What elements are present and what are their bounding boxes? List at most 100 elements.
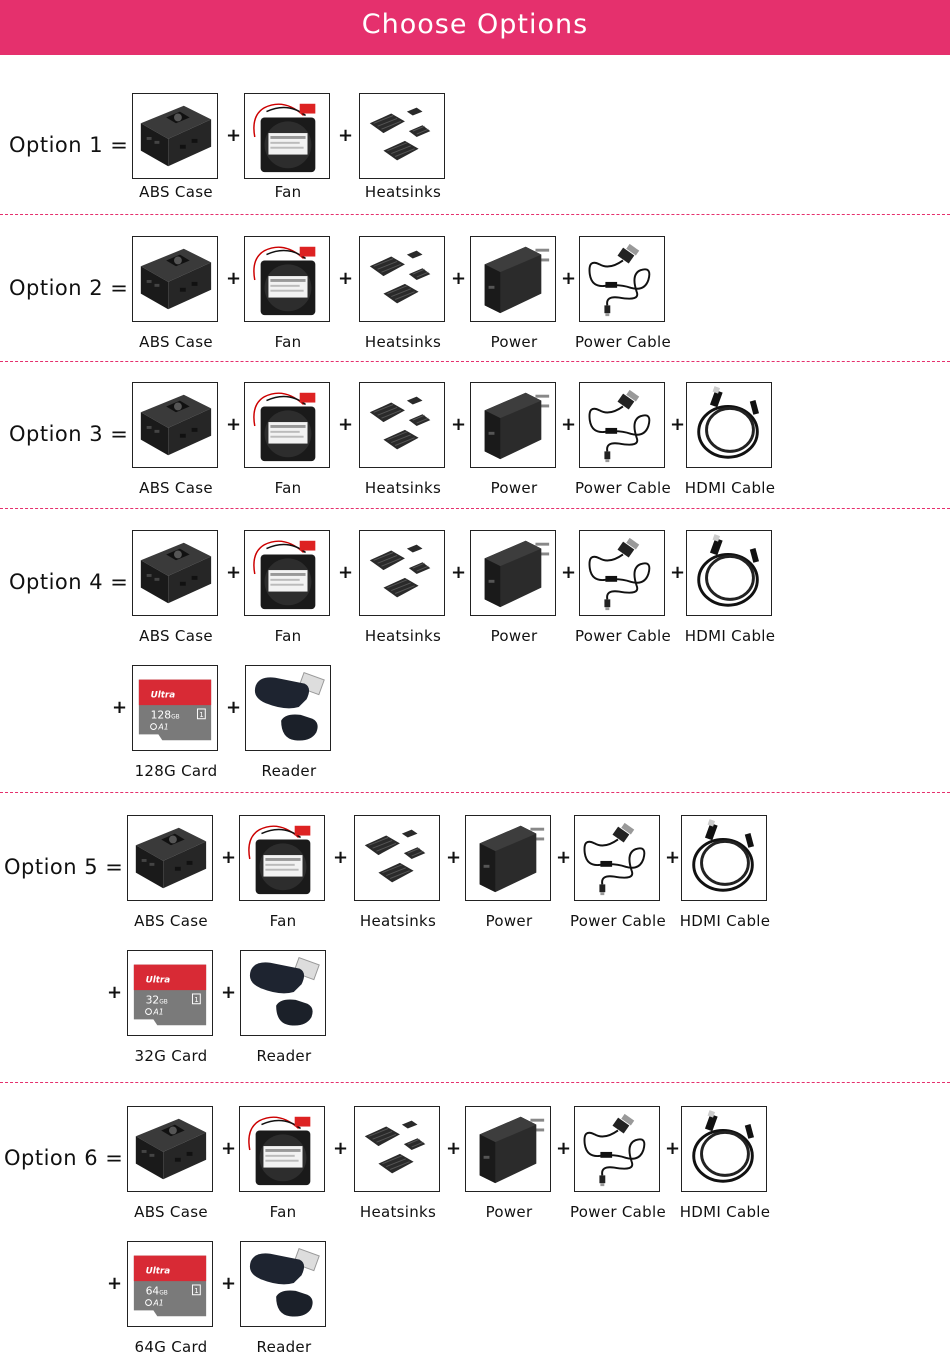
power-adapter-icon (484, 246, 550, 314)
sd-card-icon: Ultra 64GB A1 1 (133, 1255, 207, 1317)
power-adapter-icon (479, 825, 545, 893)
power-cable-icon (588, 389, 651, 463)
svg-text:A1: A1 (157, 722, 168, 731)
sd-card-icon: Ultra 32GB A1 1 (133, 964, 207, 1026)
product-image: Ultra 32GB A1 1 (127, 950, 213, 1036)
item-label: ABS Case (134, 912, 208, 930)
option-label: Option 2 = (9, 276, 129, 300)
item-label: HDMI Cable (684, 627, 776, 645)
item-label: 128G Card (134, 762, 218, 780)
plus-sign: + (112, 697, 128, 718)
plus-sign: + (670, 414, 686, 435)
plus-sign: + (221, 1138, 237, 1159)
product-image (470, 236, 556, 322)
svg-text:1: 1 (194, 996, 198, 1004)
plus-sign: + (451, 414, 467, 435)
product-image (359, 530, 445, 616)
option-label: Option 1 = (9, 133, 129, 157)
hdmi-cable-icon (697, 386, 759, 459)
section-divider (0, 214, 950, 215)
plus-sign: + (556, 847, 572, 868)
item-label: Reader (256, 1338, 312, 1356)
svg-text:Ultra: Ultra (146, 975, 171, 985)
item-label: Power (490, 479, 538, 497)
item-label: Heatsinks (364, 183, 442, 201)
plus-sign: + (338, 562, 354, 583)
item-label: Heatsinks (364, 333, 442, 351)
item-label: ABS Case (139, 333, 213, 351)
svg-text:1: 1 (194, 1287, 198, 1295)
item-label: Power Cable (569, 912, 666, 930)
plus-sign: + (338, 125, 354, 146)
product-image (574, 815, 660, 901)
power-adapter-icon (484, 540, 550, 608)
item-label: Power Cable (569, 1203, 666, 1221)
fan-icon (253, 103, 316, 173)
product-image (239, 1106, 325, 1192)
hdmi-cable-icon (692, 1110, 754, 1183)
item-label: 64G Card (134, 1338, 208, 1356)
item-label: Power Cable (574, 333, 671, 351)
power-cable-icon (588, 243, 651, 317)
plus-sign: + (107, 982, 123, 1003)
product-image (244, 530, 330, 616)
plus-sign: + (226, 562, 242, 583)
hdmi-cable-icon (697, 534, 759, 607)
item-label: ABS Case (139, 183, 213, 201)
plus-sign: + (333, 1138, 349, 1159)
svg-text:A1: A1 (152, 1007, 163, 1016)
card-reader-icon (249, 956, 320, 1026)
product-image (681, 815, 767, 901)
plus-sign: + (338, 268, 354, 289)
option-label: Option 5 = (4, 855, 124, 879)
page-title: Choose Options (361, 9, 589, 40)
item-label: Fan (274, 183, 302, 201)
product-image (127, 815, 213, 901)
item-label: Fan (274, 627, 302, 645)
item-label: 32G Card (134, 1047, 208, 1065)
product-image: Ultra 128GB A1 1 (132, 665, 218, 751)
hdmi-cable-icon (692, 819, 754, 892)
item-label: Reader (261, 762, 317, 780)
plus-sign: + (338, 414, 354, 435)
section-divider (0, 1082, 950, 1083)
product-image (132, 382, 218, 468)
fan-icon (248, 825, 311, 895)
plus-sign: + (226, 697, 242, 718)
svg-text:1: 1 (199, 711, 203, 719)
abs-case-icon (135, 1118, 207, 1180)
product-image (132, 93, 218, 179)
plus-sign: + (446, 847, 462, 868)
item-label: Fan (269, 1203, 297, 1221)
plus-sign: + (226, 414, 242, 435)
item-label: Power Cable (574, 479, 671, 497)
product-image (574, 1106, 660, 1192)
product-image (354, 815, 440, 901)
plus-sign: + (665, 847, 681, 868)
plus-sign: + (221, 847, 237, 868)
product-image (132, 530, 218, 616)
abs-case-icon (140, 248, 212, 310)
item-label: Power (485, 912, 533, 930)
product-image: Ultra 64GB A1 1 (127, 1241, 213, 1327)
power-cable-icon (588, 537, 651, 611)
item-label: Power Cable (574, 627, 671, 645)
plus-sign: + (107, 1273, 123, 1294)
item-label: Heatsinks (359, 912, 437, 930)
plus-sign: + (451, 562, 467, 583)
product-image (240, 1241, 326, 1327)
product-image (465, 815, 551, 901)
power-cable-icon (583, 822, 646, 896)
plus-sign: + (333, 847, 349, 868)
plus-sign: + (451, 268, 467, 289)
plus-sign: + (561, 562, 577, 583)
option-label: Option 4 = (9, 570, 129, 594)
card-reader-icon (249, 1247, 320, 1317)
product-image (239, 815, 325, 901)
product-image (579, 382, 665, 468)
plus-sign: + (670, 562, 686, 583)
product-image (579, 236, 665, 322)
item-label: Fan (274, 333, 302, 351)
abs-case-icon (135, 827, 207, 889)
plus-sign: + (226, 268, 242, 289)
